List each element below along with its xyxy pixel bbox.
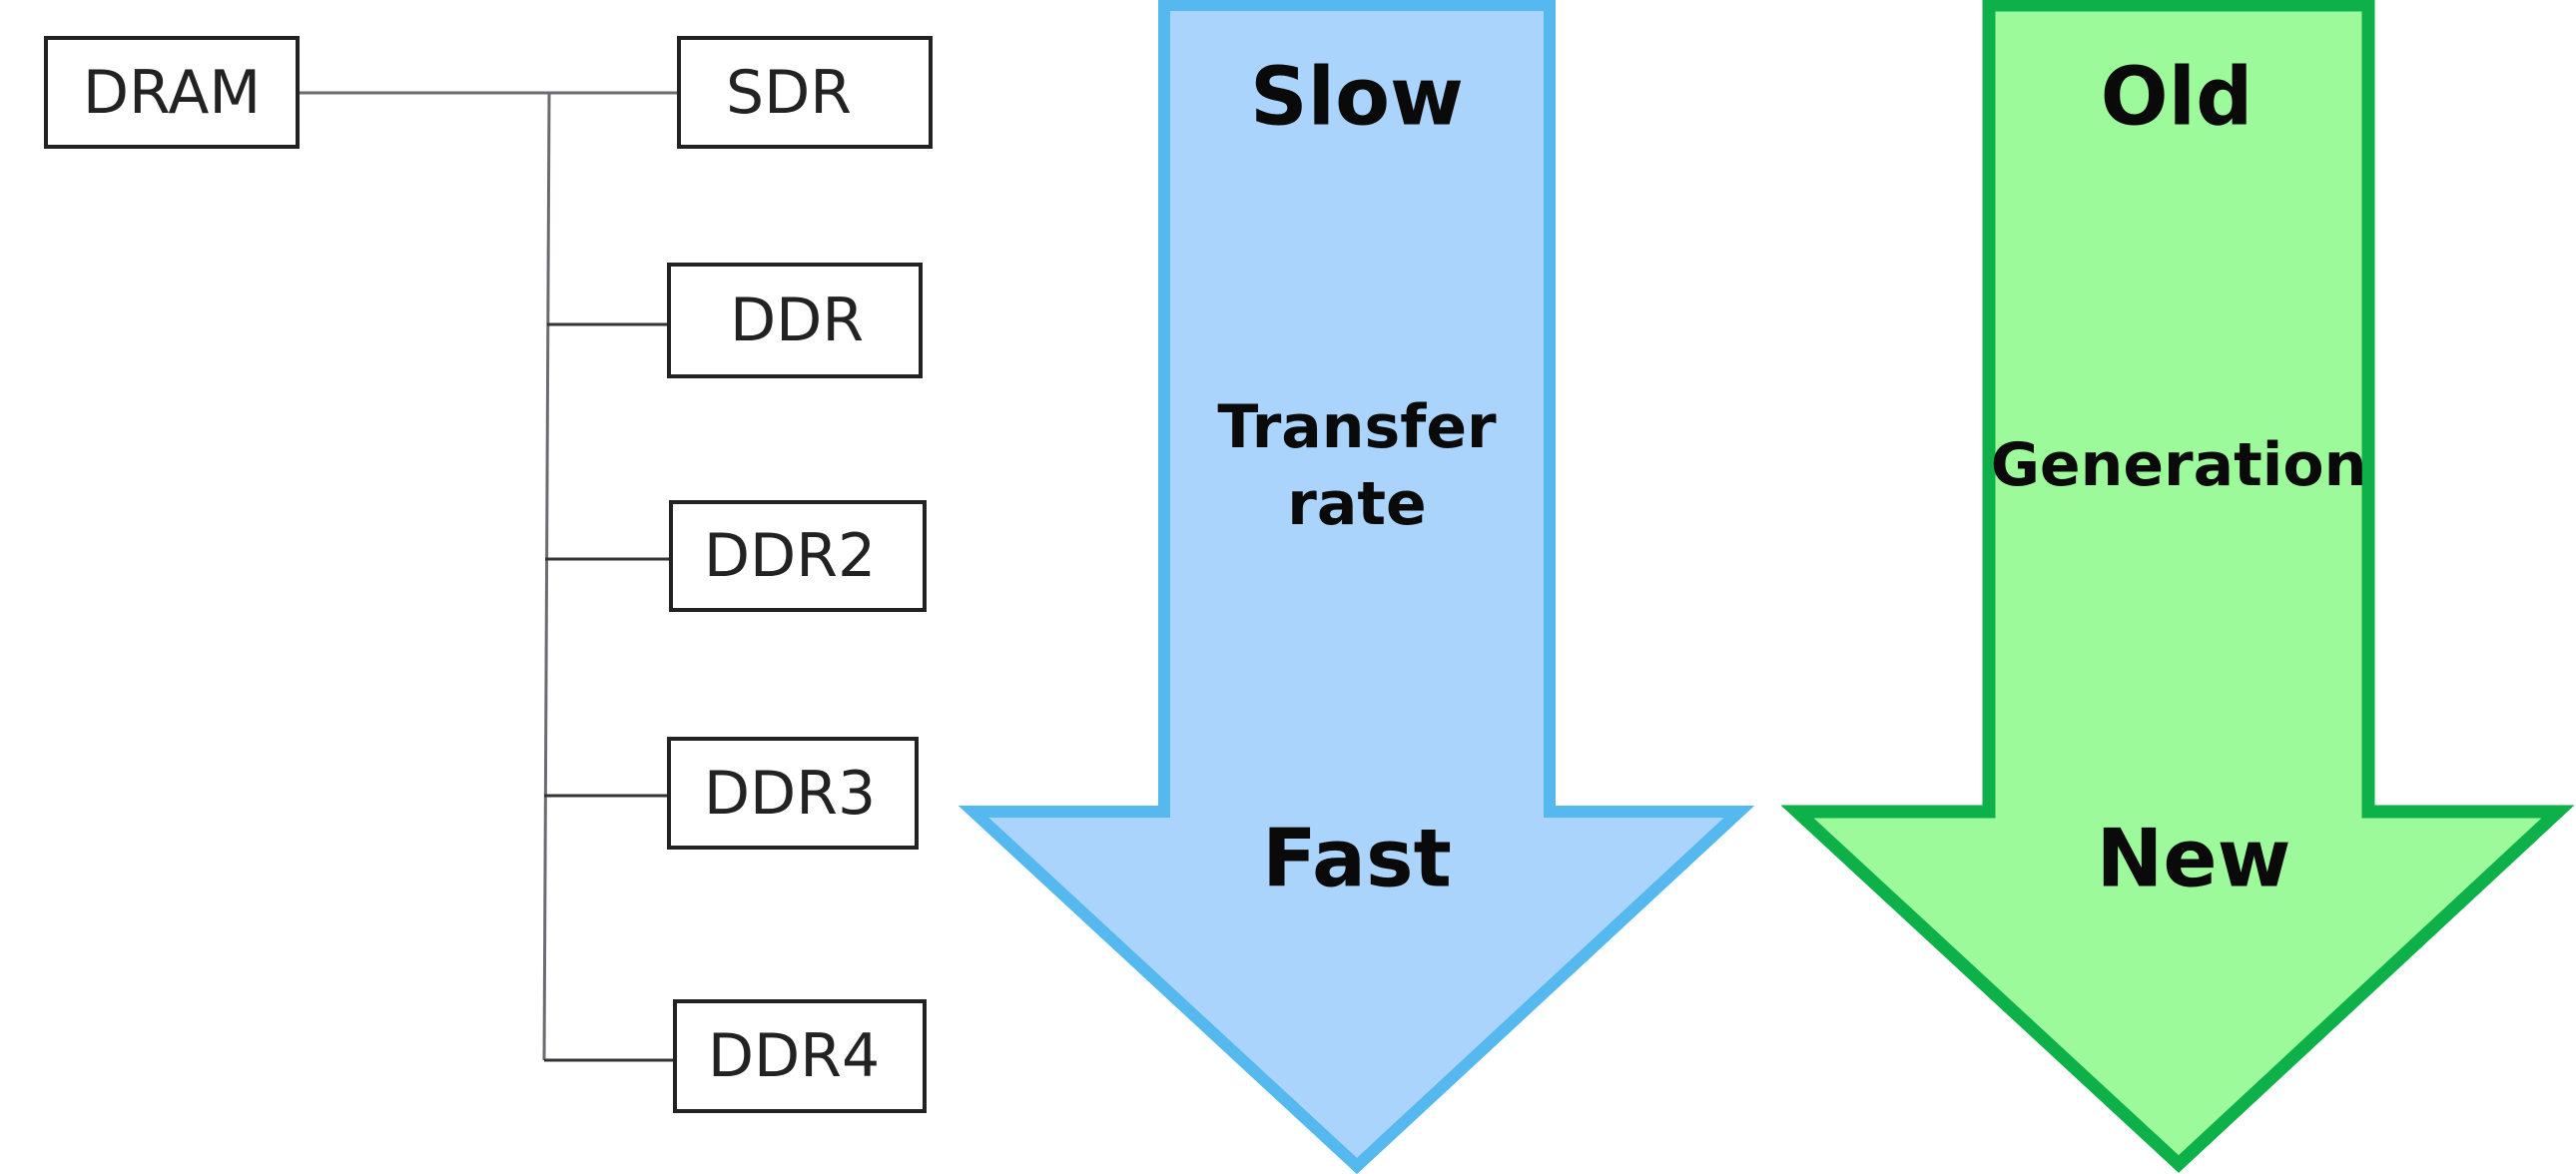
child-box-sdr: SDR: [677, 36, 933, 149]
child-label-ddr: DDR: [730, 286, 864, 355]
transfer-middle-label-line2: rate: [1287, 469, 1426, 539]
generation-top-label: Old: [2101, 51, 2254, 144]
child-label-sdr: SDR: [726, 58, 852, 128]
child-label-ddr4: DDR4: [708, 1021, 880, 1091]
child-box-ddr3: DDR3: [667, 737, 919, 850]
transfer-middle-label-line1: Transfer: [1217, 392, 1497, 462]
root-box-dram: DRAM: [44, 36, 300, 149]
transfer-top-label: Slow: [1250, 51, 1464, 144]
tree-connectors: [298, 91, 679, 1062]
generation-arrow-shape: [1780, 0, 2575, 1173]
child-label-ddr3: DDR3: [704, 759, 876, 829]
transfer-rate-arrow-shape: [958, 0, 1755, 1174]
child-box-ddr2: DDR2: [669, 500, 927, 612]
generation-arrow: Old Generation New: [1780, 0, 2575, 1173]
transfer-rate-arrow: Slow Transfer rate Fast: [958, 0, 1755, 1174]
child-label-ddr2: DDR2: [704, 521, 876, 591]
child-box-ddr4: DDR4: [673, 999, 927, 1113]
generation-bottom-label: New: [2096, 813, 2290, 905]
transfer-bottom-label: Fast: [1262, 813, 1452, 905]
trunk-line: [542, 92, 551, 1061]
generation-middle-label: Generation: [1991, 430, 2367, 500]
root-label: DRAM: [83, 58, 261, 128]
child-box-ddr: DDR: [667, 263, 923, 378]
